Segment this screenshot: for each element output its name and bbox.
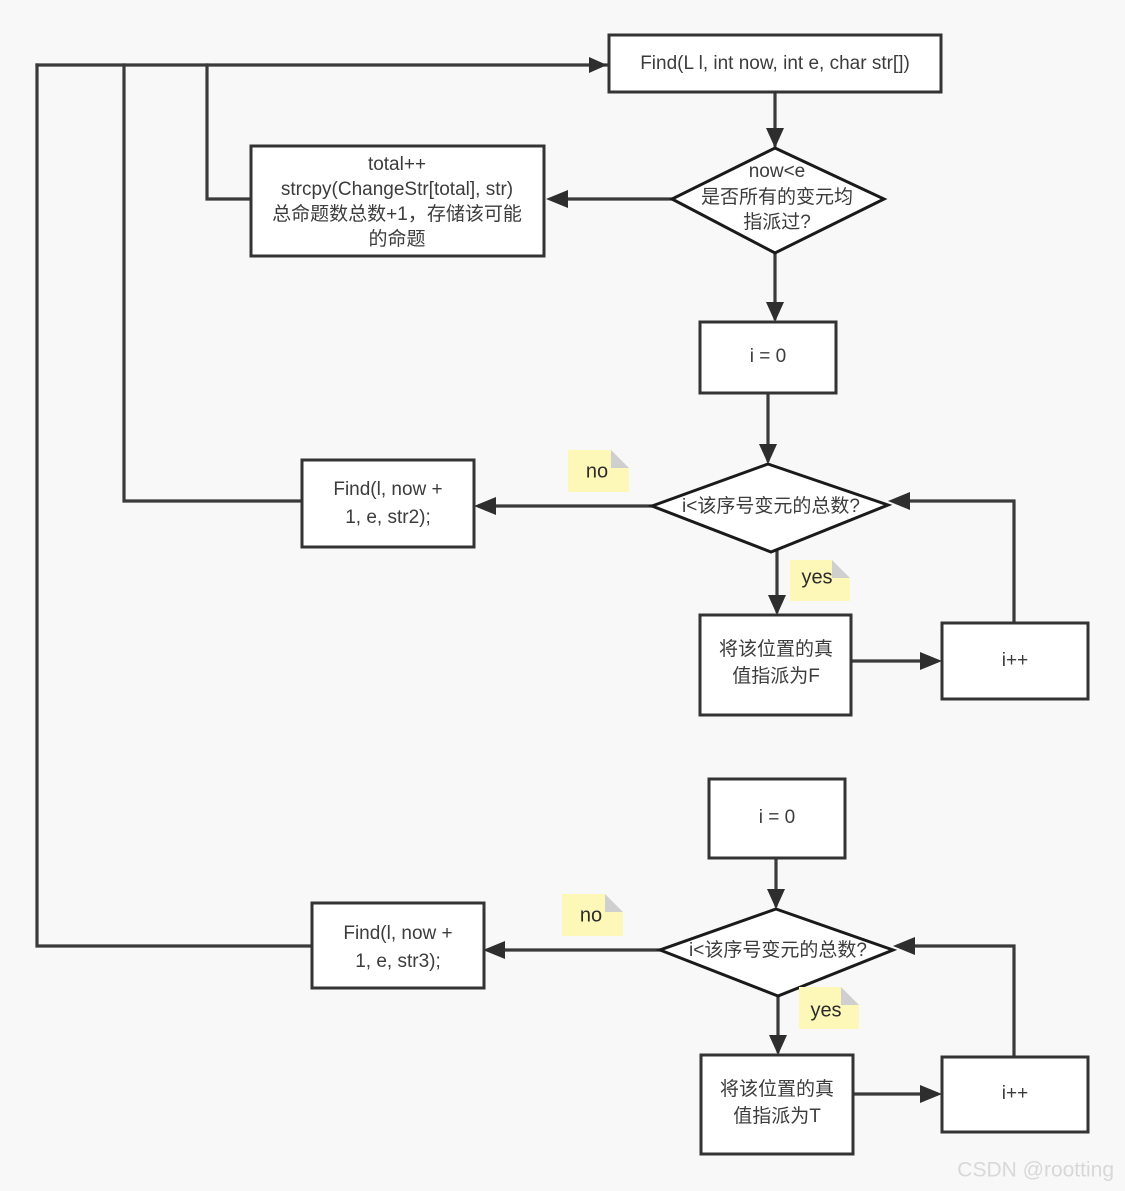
- note-yes-first-label: yes: [801, 566, 832, 588]
- note-no-first-label: no: [586, 460, 608, 482]
- note-yes-second-fold: [841, 987, 859, 1005]
- recurse-str3-line1: Find(l, now +: [343, 923, 452, 944]
- node-increment-i-first[interactable]: i++: [940, 621, 1090, 701]
- recurse-str2-box[interactable]: [300, 458, 476, 549]
- store-result-line4: 的命题: [368, 228, 425, 250]
- connector-increment-first-loopback: [903, 499, 1016, 625]
- entry-label: Find(L l, int now, int e, char str[]): [640, 53, 910, 74]
- init-i-second-label: i = 0: [759, 807, 795, 828]
- note-no-first[interactable]: no: [568, 450, 629, 492]
- store-result-line1: total++: [368, 154, 426, 175]
- note-no-first-fold: [611, 450, 629, 468]
- arrowhead-loop-second: [767, 889, 785, 909]
- assign-true-line1: 将该位置的真: [720, 1078, 834, 1100]
- increment-i-second-label: i++: [1002, 1083, 1028, 1104]
- assign-true-line2: 值指派为T: [733, 1105, 821, 1127]
- decision-all-assigned-line1: now<e: [749, 161, 806, 182]
- node-decision-loop-second[interactable]: i<该序号变元的总数?: [655, 907, 898, 998]
- node-decision-loop-first[interactable]: i<该序号变元的总数?: [647, 462, 893, 554]
- arrowhead-str2: [474, 497, 496, 515]
- increment-i-first-box[interactable]: [940, 621, 1090, 701]
- arrowhead-loop-first: [759, 444, 777, 464]
- decision-loop-second-shape[interactable]: [655, 907, 898, 998]
- store-result-line2: strcpy(ChangeStr[total], str): [281, 179, 513, 200]
- node-increment-i-second[interactable]: i++: [940, 1055, 1090, 1134]
- decision-all-assigned-line2: 是否所有的变元均: [701, 186, 853, 208]
- arrowhead-increment-second: [920, 1085, 942, 1103]
- store-result-box[interactable]: [249, 144, 546, 258]
- node-init-i-second[interactable]: i = 0: [707, 777, 847, 860]
- decision-loop-first-shape[interactable]: [647, 462, 893, 554]
- arrowhead-increment-first: [920, 652, 942, 670]
- connector-store-result-to-top: [205, 63, 253, 201]
- arrowhead-str3: [483, 941, 505, 959]
- connector-str2-to-top: [122, 63, 304, 503]
- note-yes-second-label: yes: [810, 999, 841, 1021]
- note-no-second-fold: [605, 894, 623, 912]
- decision-loop-second-label: i<该序号变元的总数?: [689, 939, 867, 961]
- decision-all-assigned-shape[interactable]: [668, 146, 888, 255]
- note-no-second[interactable]: no: [562, 894, 623, 936]
- recurse-str2-line1: Find(l, now +: [333, 479, 442, 500]
- node-init-i-first[interactable]: i = 0: [698, 320, 838, 395]
- increment-i-second-box[interactable]: [940, 1055, 1090, 1134]
- assign-true-box[interactable]: [699, 1053, 855, 1156]
- watermark: CSDN @rootting: [957, 1159, 1114, 1182]
- arrowhead-entry: [589, 57, 607, 73]
- store-result-line3: 总命题数总数+1，存储该可能: [272, 203, 522, 225]
- node-assign-true[interactable]: 将该位置的真 值指派为T: [699, 1053, 855, 1156]
- decision-all-assigned-line3: 指派过?: [743, 211, 811, 233]
- arrowhead-loop-second-back: [893, 937, 915, 955]
- assign-false-line1: 将该位置的真: [719, 638, 833, 660]
- node-store-result[interactable]: total++ strcpy(ChangeStr[total], str) 总命…: [249, 144, 546, 258]
- recurse-str2-line2: 1, e, str2);: [345, 507, 431, 528]
- connector-layer: [35, 57, 1016, 1103]
- node-recurse-str3[interactable]: Find(l, now + 1, e, str3);: [310, 901, 486, 990]
- node-decision-all-assigned[interactable]: now<e 是否所有的变元均 指派过?: [668, 146, 888, 255]
- node-entry[interactable]: Find(L l, int now, int e, char str[]): [607, 33, 943, 94]
- arrowhead-assign-false: [768, 595, 786, 615]
- note-no-second-label: no: [580, 904, 602, 926]
- recurse-str3-line2: 1, e, str3);: [355, 951, 441, 972]
- node-assign-false[interactable]: 将该位置的真 值指派为F: [698, 613, 853, 717]
- arrowhead-entry-to-decision: [766, 128, 784, 148]
- note-yes-first-fold: [832, 560, 850, 578]
- note-yes-second[interactable]: yes: [799, 987, 859, 1029]
- assign-false-box[interactable]: [698, 613, 853, 717]
- entry-box[interactable]: [607, 33, 943, 94]
- node-recurse-str2[interactable]: Find(l, now + 1, e, str2);: [300, 458, 476, 549]
- connector-str3-to-top: [35, 63, 314, 948]
- assign-false-line2: 值指派为F: [732, 665, 820, 687]
- init-i-first-box[interactable]: [698, 320, 838, 395]
- init-i-second-box[interactable]: [707, 777, 847, 860]
- connector-increment-second-loopback: [908, 944, 1016, 1059]
- recurse-str3-box[interactable]: [310, 901, 486, 990]
- arrowhead-store-result: [546, 190, 568, 208]
- init-i-first-label: i = 0: [750, 346, 786, 367]
- note-yes-first[interactable]: yes: [790, 560, 850, 601]
- arrowhead-assign-true: [769, 1035, 787, 1055]
- increment-i-first-label: i++: [1002, 650, 1028, 671]
- arrowhead-loop-first-back: [888, 492, 910, 510]
- decision-loop-first-label: i<该序号变元的总数?: [682, 495, 860, 517]
- arrowhead-init-i-first: [766, 302, 784, 322]
